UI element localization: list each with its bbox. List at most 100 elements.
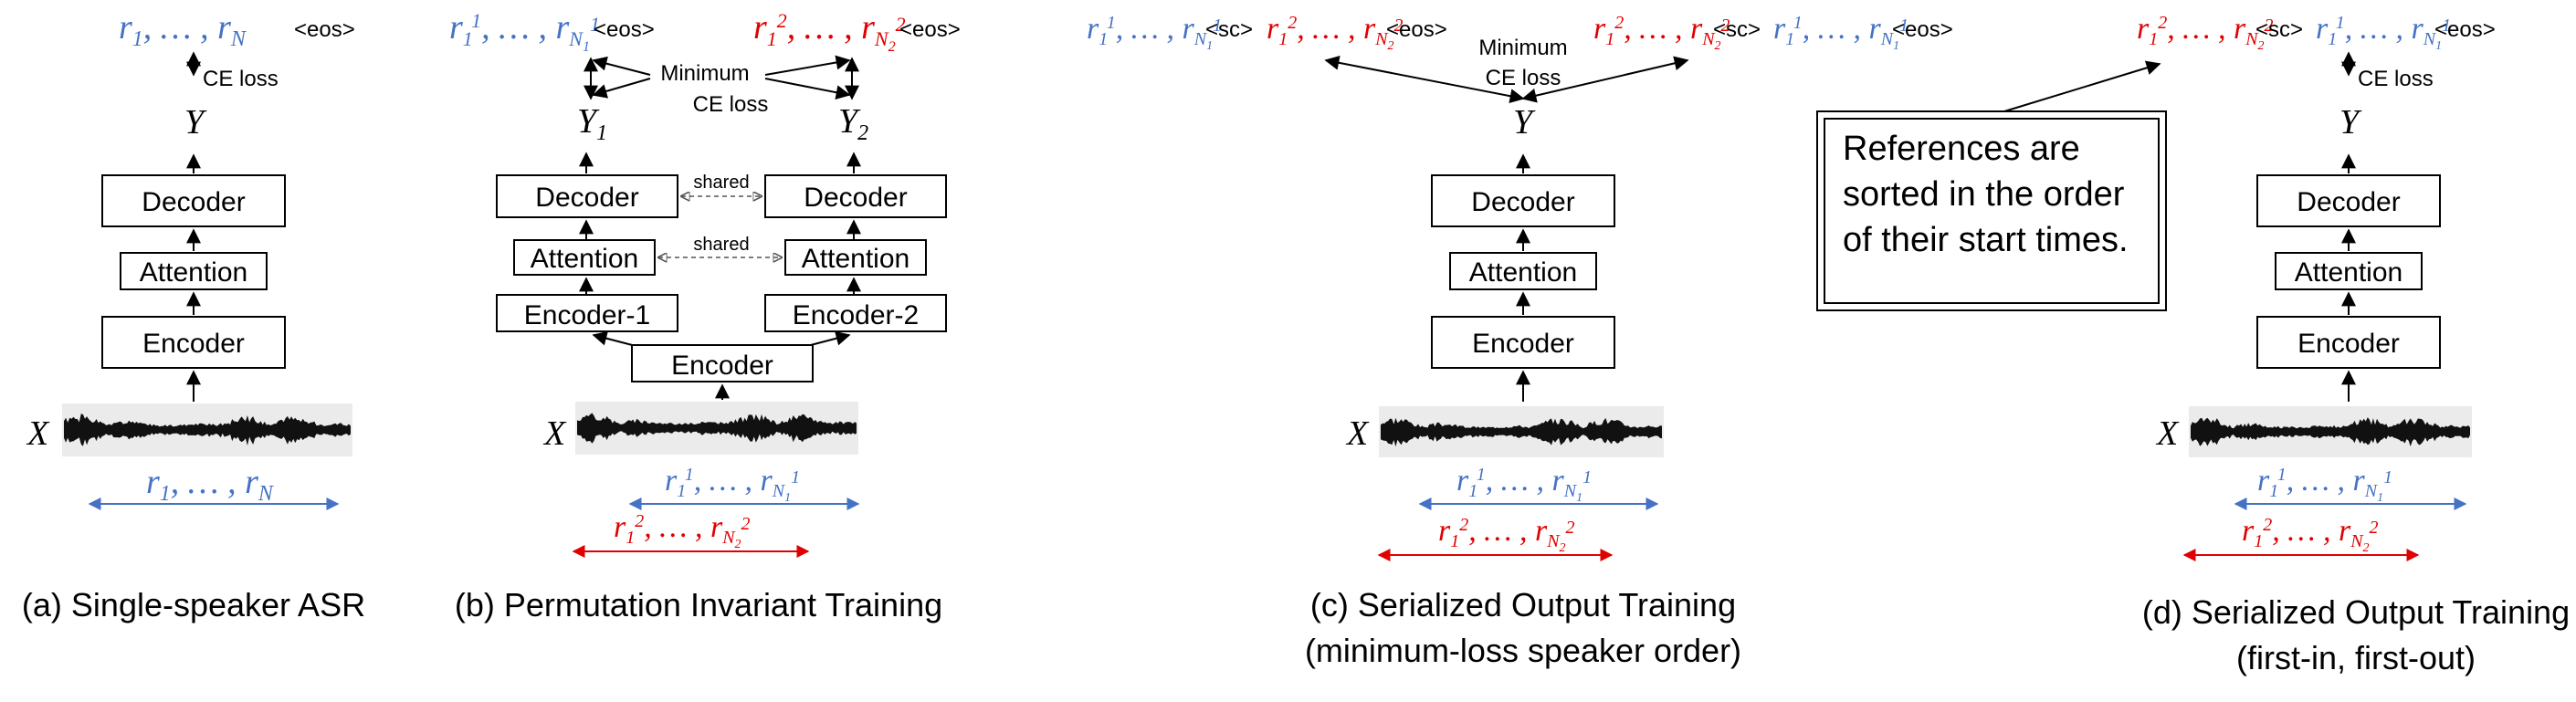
panel-b-attention2-box <box>784 239 927 276</box>
panel-a-encoder-box <box>101 316 286 369</box>
panel-c: r11, … , rN11 <sc> r12, … , rN22 <eos> r… <box>1087 12 1953 669</box>
panel-a-eos-token: <eos> <box>294 17 355 42</box>
panel-c-encoder-label: Encoder <box>1472 329 1574 359</box>
panel-a-input-x: X <box>26 414 50 453</box>
panel-b-encoder1-label: Encoder-1 <box>524 300 650 330</box>
panel-b-speaker2-eos: <eos> <box>899 17 961 42</box>
panel-d-input-x: X <box>2155 414 2180 453</box>
panel-b-decoder1-label: Decoder <box>535 183 638 213</box>
panel-c-left-eos-token: <eos> <box>1386 17 1447 42</box>
panel-b-ce-loss-label: CE loss <box>693 92 769 117</box>
panel-c-right-sc-token: <sc> <box>1713 17 1761 42</box>
panel-c-left-speaker1-reference: r11, … , rN11 <box>1087 12 1222 53</box>
panel-d-output-y: Y <box>2339 103 2362 141</box>
panel-b-input-x: X <box>542 414 567 453</box>
panel-c-loss-arrow-right <box>1521 56 1689 103</box>
panel-c-left-sc-token: <sc> <box>1205 17 1253 42</box>
panel-c-decoder-box <box>1431 174 1615 227</box>
panel-c-loss-arrow-left <box>1324 55 1525 104</box>
panel-c-output-y: Y <box>1513 103 1536 141</box>
panel-d-sc-token: <sc> <box>2255 17 2303 42</box>
panel-c-decoder-label: Decoder <box>1471 187 1574 217</box>
panel-b-speaker1-reference: r11, … , rN11 <box>449 8 600 55</box>
panel-a-reference-sequence: r1, … , rN <box>119 8 247 51</box>
panel-b-output-y1: Y1 <box>577 102 607 145</box>
panel-b-cross-arrow-3 <box>764 55 851 76</box>
panel-c-minimum-label: Minimum <box>1478 36 1567 60</box>
panel-a-waveform <box>62 403 352 456</box>
panel-a-output-y: Y <box>184 103 207 141</box>
panel-c-caption-line1: (c) Serialized Output Training <box>1310 586 1736 623</box>
panel-b-decoder2-box <box>764 174 947 218</box>
panel-d-speaker1-span-label: r11, … , rN11 <box>2257 464 2392 505</box>
panel-b-speaker1-span-label: r11, … , rN11 <box>665 464 800 505</box>
panel-d-waveform <box>2189 406 2472 457</box>
panel-c-right-speaker2-reference: r12, … , rN22 <box>1593 12 1730 53</box>
panel-b-shared-decoder-label: shared <box>693 173 749 193</box>
panel-b-encoder2-label: Encoder-2 <box>793 300 919 330</box>
panel-c-input-x: X <box>1345 414 1370 453</box>
panel-a-ce-loss-label: CE loss <box>203 67 279 91</box>
panel-d-speaker2-reference: r12, … , rN22 <box>2137 12 2274 53</box>
panel-c-attention-box <box>1449 252 1597 290</box>
panel-a-span-label: r1, … , rN <box>146 463 275 506</box>
panel-b-speaker1-eos: <eos> <box>594 17 655 42</box>
panel-d-caption-line2: (first-in, first-out) <box>2236 639 2476 676</box>
panel-a-caption: (a) Single-speaker ASR <box>22 586 365 623</box>
panel-c-right-speaker1-reference: r11, … , rN11 <box>1773 12 1908 53</box>
panel-c-speaker2-span-label: r12, … , rN22 <box>1438 514 1575 555</box>
panel-c-speaker1-span-label: r11, … , rN11 <box>1456 464 1592 505</box>
panel-b-speaker2-span-label: r12, … , rN22 <box>614 510 751 551</box>
panel-a-encoder-label: Encoder <box>142 329 245 359</box>
panel-c-caption-line2: (minimum-loss speaker order) <box>1305 632 1741 669</box>
panel-d-speaker1-reference: r11, … , rN11 <box>2316 12 2451 53</box>
panel-b-cross-arrow-1 <box>592 56 651 76</box>
panel-c-waveform <box>1379 406 1664 457</box>
panel-d-note-line2: sorted in the order <box>1843 175 2125 214</box>
panel-b-speaker2-reference: r12, … , rN22 <box>753 8 906 55</box>
panel-b-encoder-label: Encoder <box>671 351 773 381</box>
panel-a-attention-label: Attention <box>140 257 247 288</box>
panel-d-note-pointer-arrow <box>2003 60 2161 112</box>
panel-b-encoder2-box <box>764 294 947 332</box>
panel-d-note-line1: References are <box>1843 130 2080 168</box>
panel-b-decoder1-box <box>496 174 678 218</box>
panel-d-encoder-box <box>2256 316 2441 369</box>
panel-b-output-y2: Y2 <box>838 102 868 145</box>
panel-b-cross-arrow-4 <box>764 78 851 100</box>
panel-a-decoder-label: Decoder <box>142 187 245 217</box>
panel-a: r1, … , rN <eos> CE loss Y Decoder Atten… <box>22 8 365 623</box>
panel-b-attention1-label: Attention <box>531 244 638 274</box>
panel-b-caption: (b) Permutation Invariant Training <box>455 586 942 623</box>
panel-d-caption-line1: (d) Serialized Output Training <box>2142 593 2570 631</box>
panel-d-attention-label: Attention <box>2295 257 2403 288</box>
panel-d-attention-box <box>2275 252 2423 290</box>
panel-b-waveform <box>575 402 858 455</box>
panel-b-decoder2-label: Decoder <box>804 183 907 213</box>
panel-d-decoder-label: Decoder <box>2297 187 2400 217</box>
panel-c-encoder-box <box>1431 316 1615 369</box>
panel-b-encoder-box <box>631 344 814 382</box>
panel-b-shared-attention-label: shared <box>693 235 749 255</box>
panel-d: References are sorted in the order of th… <box>1816 12 2570 676</box>
panel-d-note-box: References are sorted in the order of th… <box>1816 110 2167 311</box>
panel-c-left-speaker2-reference: r12, … , rN22 <box>1267 12 1404 53</box>
panel-d-speaker2-span-label: r12, … , rN22 <box>2242 514 2379 555</box>
panel-d-ce-loss-label: CE loss <box>2358 67 2434 91</box>
panel-b-minimum-label: Minimum <box>660 61 749 86</box>
panel-d-encoder-label: Encoder <box>2297 329 2400 359</box>
panel-d-note-line3: of their start times. <box>1843 221 2129 259</box>
panel-a-attention-box <box>120 252 268 290</box>
panel-a-decoder-box <box>101 174 286 227</box>
panel-c-right-eos-token: <eos> <box>1892 17 1953 42</box>
panel-c-ce-loss-label: CE loss <box>1486 66 1561 90</box>
panel-d-decoder-box <box>2256 174 2441 227</box>
panel-c-attention-label: Attention <box>1469 257 1577 288</box>
panel-d-eos-token: <eos> <box>2434 17 2496 42</box>
panel-b-encoder1-box <box>496 294 678 332</box>
panel-b-attention2-label: Attention <box>802 244 909 274</box>
panel-b-cross-arrow-2 <box>592 78 651 99</box>
panel-b-attention1-box <box>513 239 656 276</box>
panel-b: r11, … , rN11 <eos> r12, … , rN22 <eos> … <box>449 8 961 623</box>
